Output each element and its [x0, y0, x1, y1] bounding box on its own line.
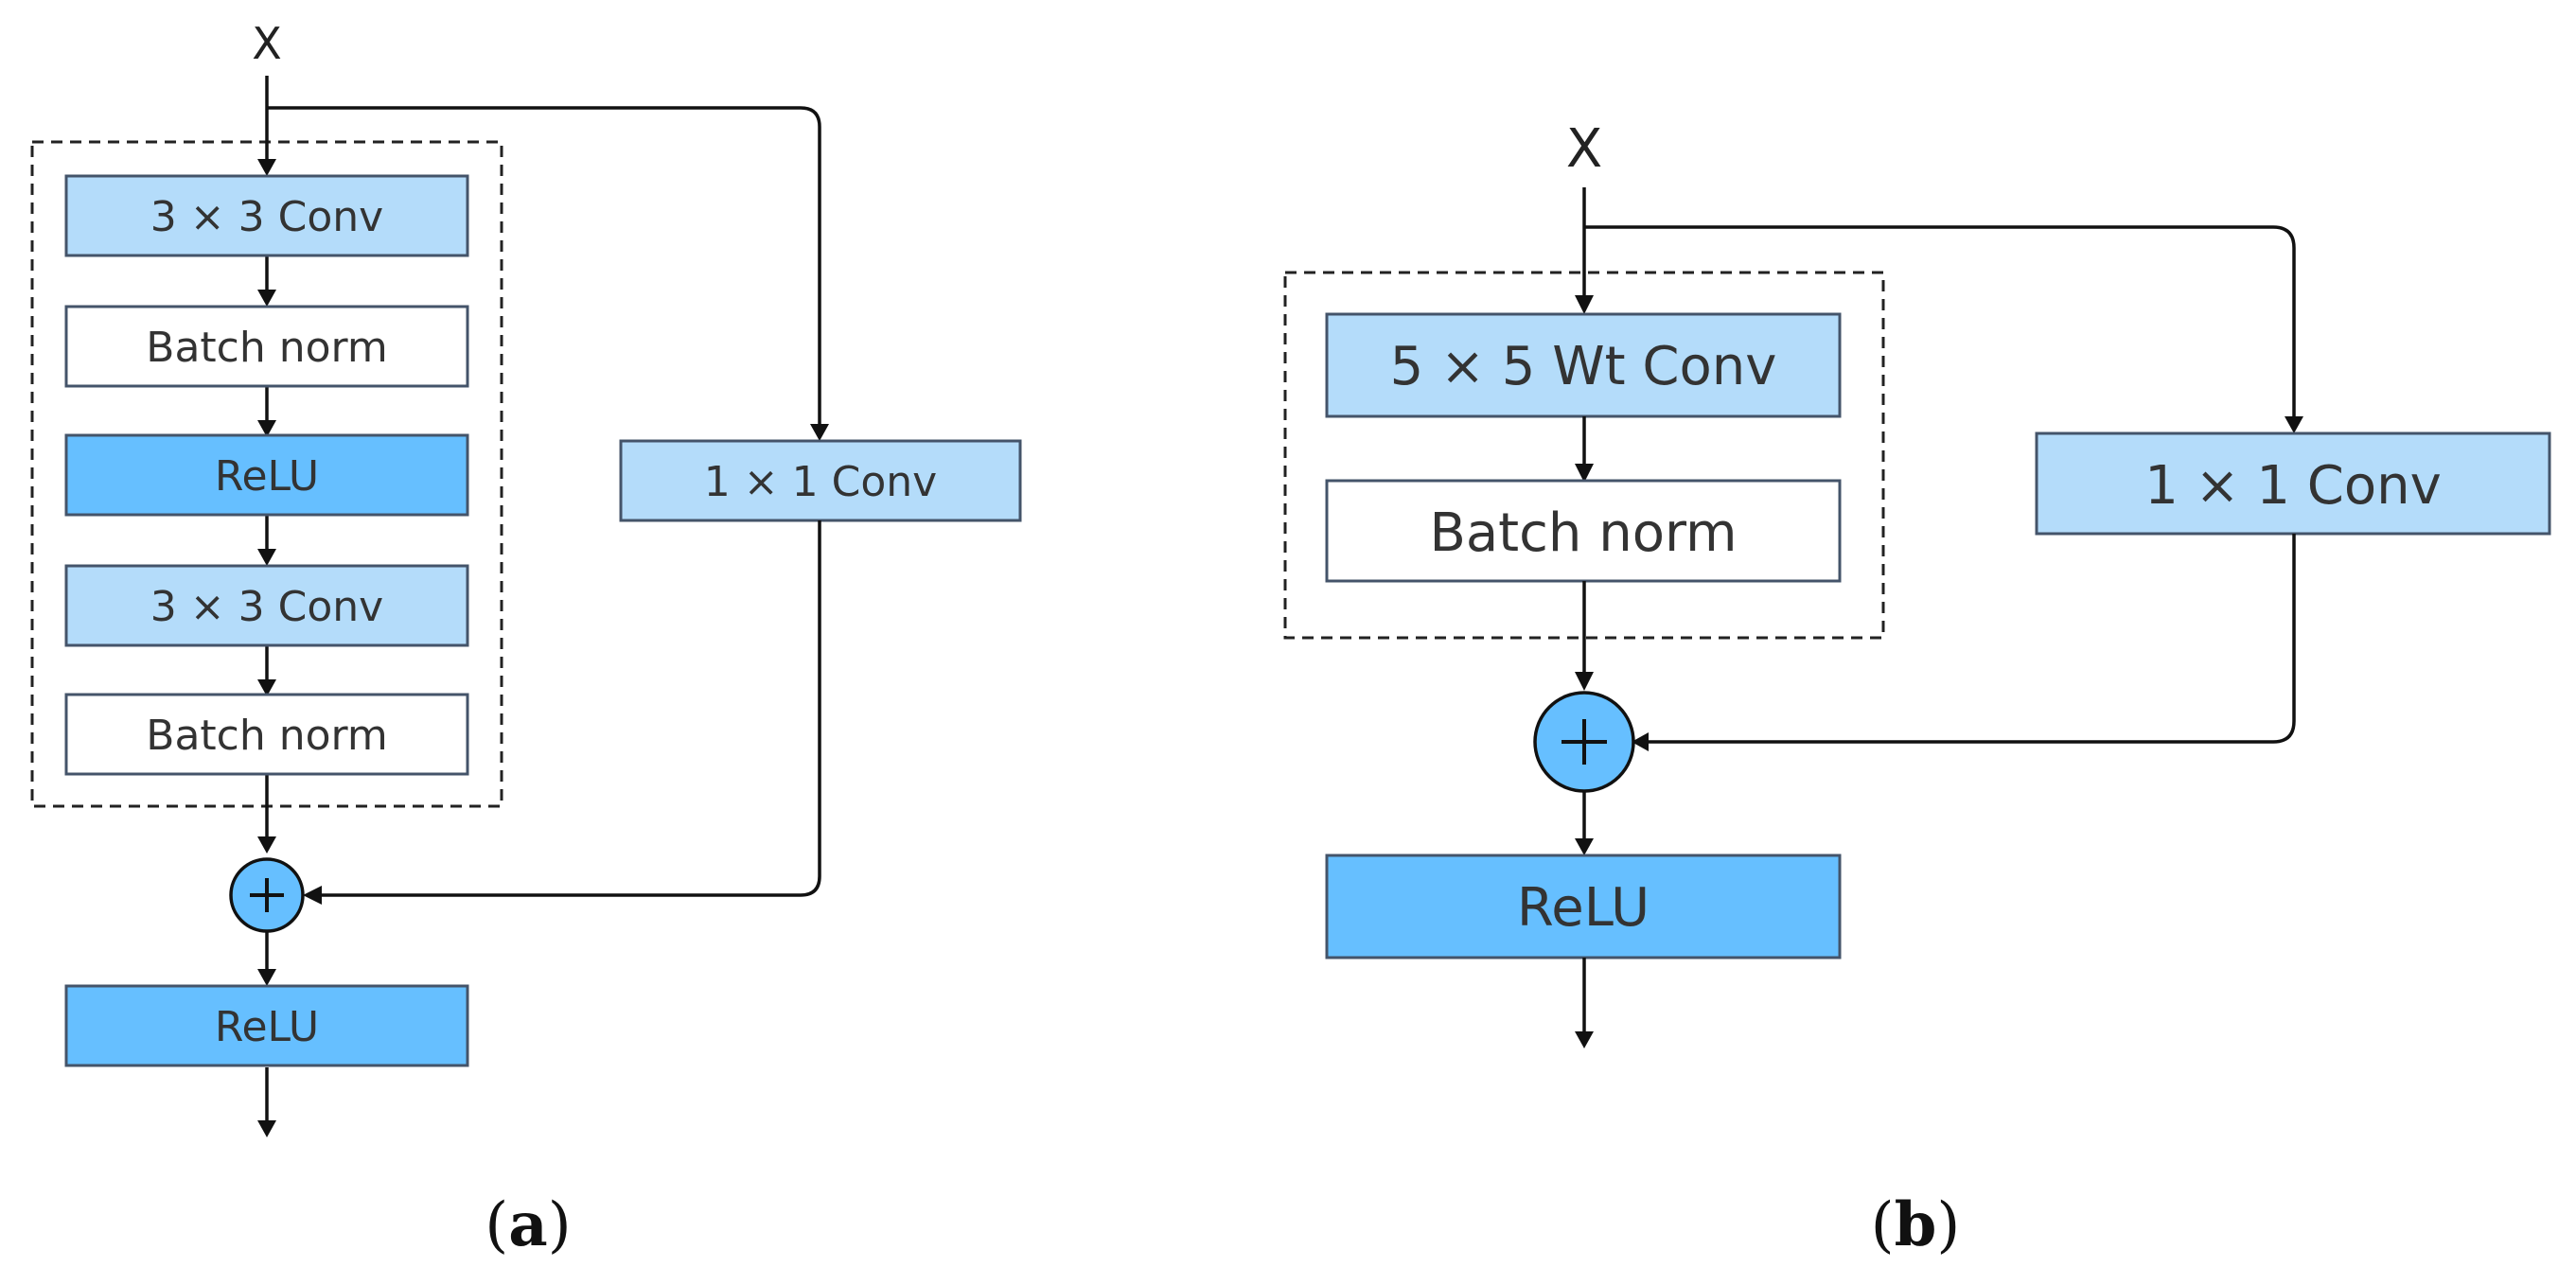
panel-a-arrowhead-output: [257, 1120, 276, 1137]
panel-a-block-1-label: 3 × 3 Conv: [150, 193, 383, 241]
panel-a: X 3 × 3 Conv Batch norm ReLU 3 × 3 Conv …: [30, 18, 1022, 1260]
panel-a-arrowhead-1: [257, 290, 276, 307]
panel-b-arrowhead-1: [1575, 464, 1594, 483]
panel-a-arrowhead-input: [257, 159, 276, 176]
panel-b-merge-arrowhead: [1632, 732, 1649, 751]
panel-a-shortcut-block: [619, 439, 1022, 522]
panel-b-shortcut-bottom: [1645, 534, 2296, 744]
panel-b-block-2: [1325, 479, 1842, 583]
panel-a-shortcut-arrowhead: [810, 424, 829, 441]
panel-b-caption: (b): [1871, 1189, 1961, 1260]
panel-a-shortcut-top: [267, 106, 821, 428]
panel-a-caption: (a): [485, 1189, 571, 1260]
panel-a-block-2-label: Batch norm: [146, 324, 387, 372]
panel-a-block-3-label: ReLU: [215, 452, 319, 501]
panel-b: X 5 × 5 Wt Conv Batch norm 1 × 1 Conv Re…: [1283, 118, 2551, 1260]
panel-a-block-5-label: Batch norm: [146, 712, 387, 760]
panel-a-shortcut-label: 1 × 1 Conv: [704, 458, 937, 506]
panel-b-shortcut-block: [2035, 431, 2551, 536]
panel-b-arrowhead-2: [1575, 672, 1594, 691]
panel-b-block-2-label: Batch norm: [1429, 502, 1737, 564]
panel-a-block-1: [64, 174, 469, 257]
panel-a-arrowhead-6: [257, 969, 276, 986]
panel-a-block-5: [64, 693, 469, 776]
panel-b-arrowhead-3: [1575, 838, 1594, 855]
panel-b-output-label: ReLU: [1517, 877, 1650, 939]
panel-a-arrowhead-3: [257, 549, 276, 566]
panel-a-block-3: [64, 433, 469, 517]
panel-a-output-block: [64, 984, 469, 1067]
panel-a-input-label: X: [252, 18, 282, 69]
panel-b-block-1-label: 5 × 5 Wt Conv: [1390, 336, 1777, 397]
panel-b-shortcut-label: 1 × 1 Conv: [2144, 455, 2442, 517]
panel-b-shortcut-arrowhead: [2285, 416, 2303, 433]
panel-a-arrowhead-5: [257, 836, 276, 854]
panel-a-output-label: ReLU: [215, 1003, 319, 1051]
panel-b-arrowhead-output: [1575, 1031, 1594, 1048]
panel-b-block-1: [1325, 312, 1842, 418]
panel-b-output-block: [1325, 854, 1842, 959]
panel-b-shortcut-top: [1584, 225, 2296, 420]
panel-a-block-4-label: 3 × 3 Conv: [150, 583, 383, 631]
panel-b-dashed-group: [1283, 271, 1885, 640]
panel-b-arrowhead-input: [1575, 295, 1594, 314]
panel-a-arrowhead-4: [257, 679, 276, 696]
panel-a-shortcut-bottom: [318, 520, 821, 897]
panel-a-merge-arrowhead: [303, 886, 322, 905]
panel-a-block-4: [64, 564, 469, 647]
panel-b-input-label: X: [1566, 118, 1602, 180]
panel-a-arrowhead-2: [257, 420, 276, 437]
panel-a-block-2: [64, 305, 469, 388]
